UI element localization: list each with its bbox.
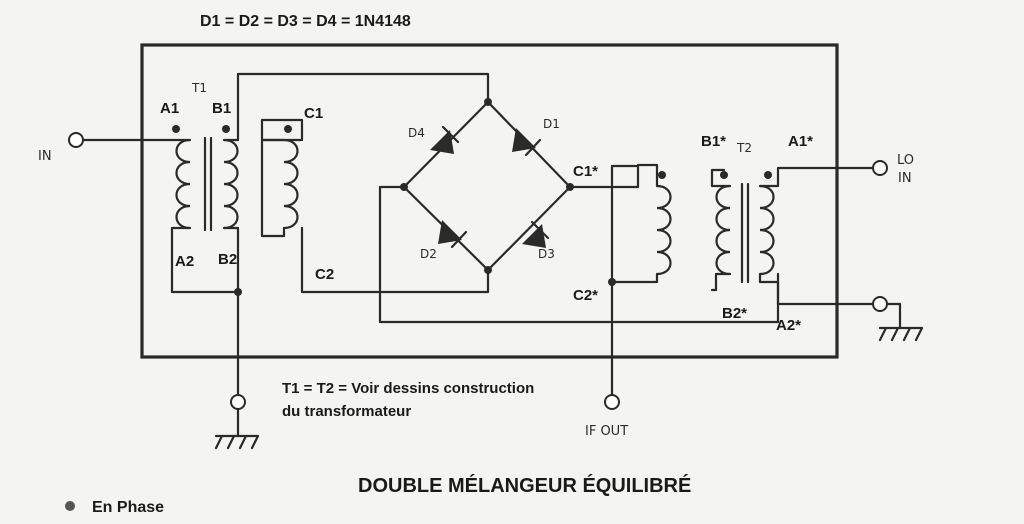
d3-diode-icon — [522, 224, 546, 248]
d2-bar — [450, 230, 468, 249]
d1-diode-icon — [512, 128, 536, 152]
d4-label: D4 — [408, 126, 425, 140]
lo-in-label: IN — [898, 171, 912, 186]
lo-in-terminal[interactable] — [872, 160, 888, 176]
t2-name: T2 — [736, 141, 752, 155]
t2-c-coil — [656, 184, 672, 276]
t2-a2-label: A2* — [776, 317, 801, 334]
t1-name: T1 — [191, 81, 207, 95]
transformer-t2: T2 B1* A1* C1* C2* B2* A2* — [573, 133, 813, 334]
wire-c2-bottom — [300, 226, 490, 294]
if-out-label: IF OUT — [585, 424, 628, 439]
gnd-right-terminal — [872, 296, 888, 312]
t2-b2-label: B2* — [722, 305, 747, 322]
t2-b1-label: B1* — [701, 133, 726, 150]
t2-c2-label: C2* — [573, 287, 598, 304]
wire-b2star — [710, 272, 732, 292]
t1-tertiary-coil — [283, 138, 299, 230]
t1-c1-phase-dot — [284, 125, 292, 133]
ground-right-icon — [878, 302, 924, 342]
t1-a1-phase-dot — [172, 125, 180, 133]
t2-c1-label: C1* — [573, 163, 598, 180]
t2-c1-phase-dot — [658, 171, 666, 179]
t1-a1-label: A1 — [160, 100, 179, 117]
t2-a1-phase-dot — [764, 171, 772, 179]
t1-b2-label: B2 — [218, 251, 237, 268]
t1-b1-label: B1 — [212, 100, 231, 117]
t1-secondary-coil — [223, 138, 239, 230]
d3-label: D3 — [538, 247, 555, 261]
wire-a2-gnd — [170, 226, 242, 294]
wire-c1-return — [260, 138, 286, 238]
wire-b2-node — [222, 226, 240, 294]
lo-label: LO — [897, 153, 914, 168]
in-terminal[interactable] — [68, 132, 84, 148]
note-line2: du transformateur — [282, 403, 411, 420]
enclosure-box — [140, 43, 839, 359]
d4-bar — [441, 125, 460, 144]
ground-left-icon — [214, 407, 260, 450]
wire-b1-top — [222, 72, 490, 142]
t2-a1-label: A1* — [788, 133, 813, 150]
t2-b1-phase-dot — [720, 171, 728, 179]
wire-a1star-lo — [758, 166, 874, 188]
t1-primary-coil — [175, 138, 191, 230]
wire-b1star — [710, 168, 732, 188]
t1-c1-label: C1 — [304, 105, 323, 122]
in-port: IN — [38, 132, 84, 164]
wire-a2star-gnd — [776, 272, 874, 306]
gnd-left-terminal — [230, 394, 246, 410]
d2-label: D2 — [420, 247, 437, 261]
d4-diode-icon — [430, 130, 454, 154]
d2-diode-icon — [438, 220, 462, 244]
t2-a-coil — [759, 184, 775, 276]
wire-c1-loop — [260, 118, 304, 142]
diode-spec: D1 = D2 = D3 = D4 = 1N4148 — [200, 13, 411, 30]
phase-dot-icon — [65, 501, 75, 511]
wire-bridge-left-return — [378, 185, 780, 324]
t1-b1-phase-dot — [222, 125, 230, 133]
diode-bridge: D4 D1 D2 D3 — [400, 98, 574, 274]
d1-label: D1 — [543, 117, 560, 131]
legend-label: En Phase — [92, 499, 164, 516]
transformer-t1: T1 A1 B1 C1 A2 B2 C2 — [160, 81, 334, 283]
d3-bar — [530, 220, 550, 240]
note-line1: T1 = T2 = Voir dessins construction — [282, 380, 534, 397]
t1-c2-label: C2 — [315, 266, 334, 283]
diagram-title: DOUBLE MÉLANGEUR ÉQUILIBRÉ — [358, 474, 691, 497]
wire-c2star — [610, 272, 659, 284]
bridge-node-bottom — [484, 266, 492, 274]
t1-a2-label: A2 — [175, 253, 194, 270]
bridge-node-top — [484, 98, 492, 106]
in-label: IN — [38, 149, 52, 164]
wire-b2star-return — [758, 272, 780, 324]
t2-b-coil — [715, 184, 731, 276]
if-out-terminal[interactable] — [604, 394, 620, 410]
d1-bar — [524, 138, 542, 157]
c2star-junction — [608, 278, 616, 286]
